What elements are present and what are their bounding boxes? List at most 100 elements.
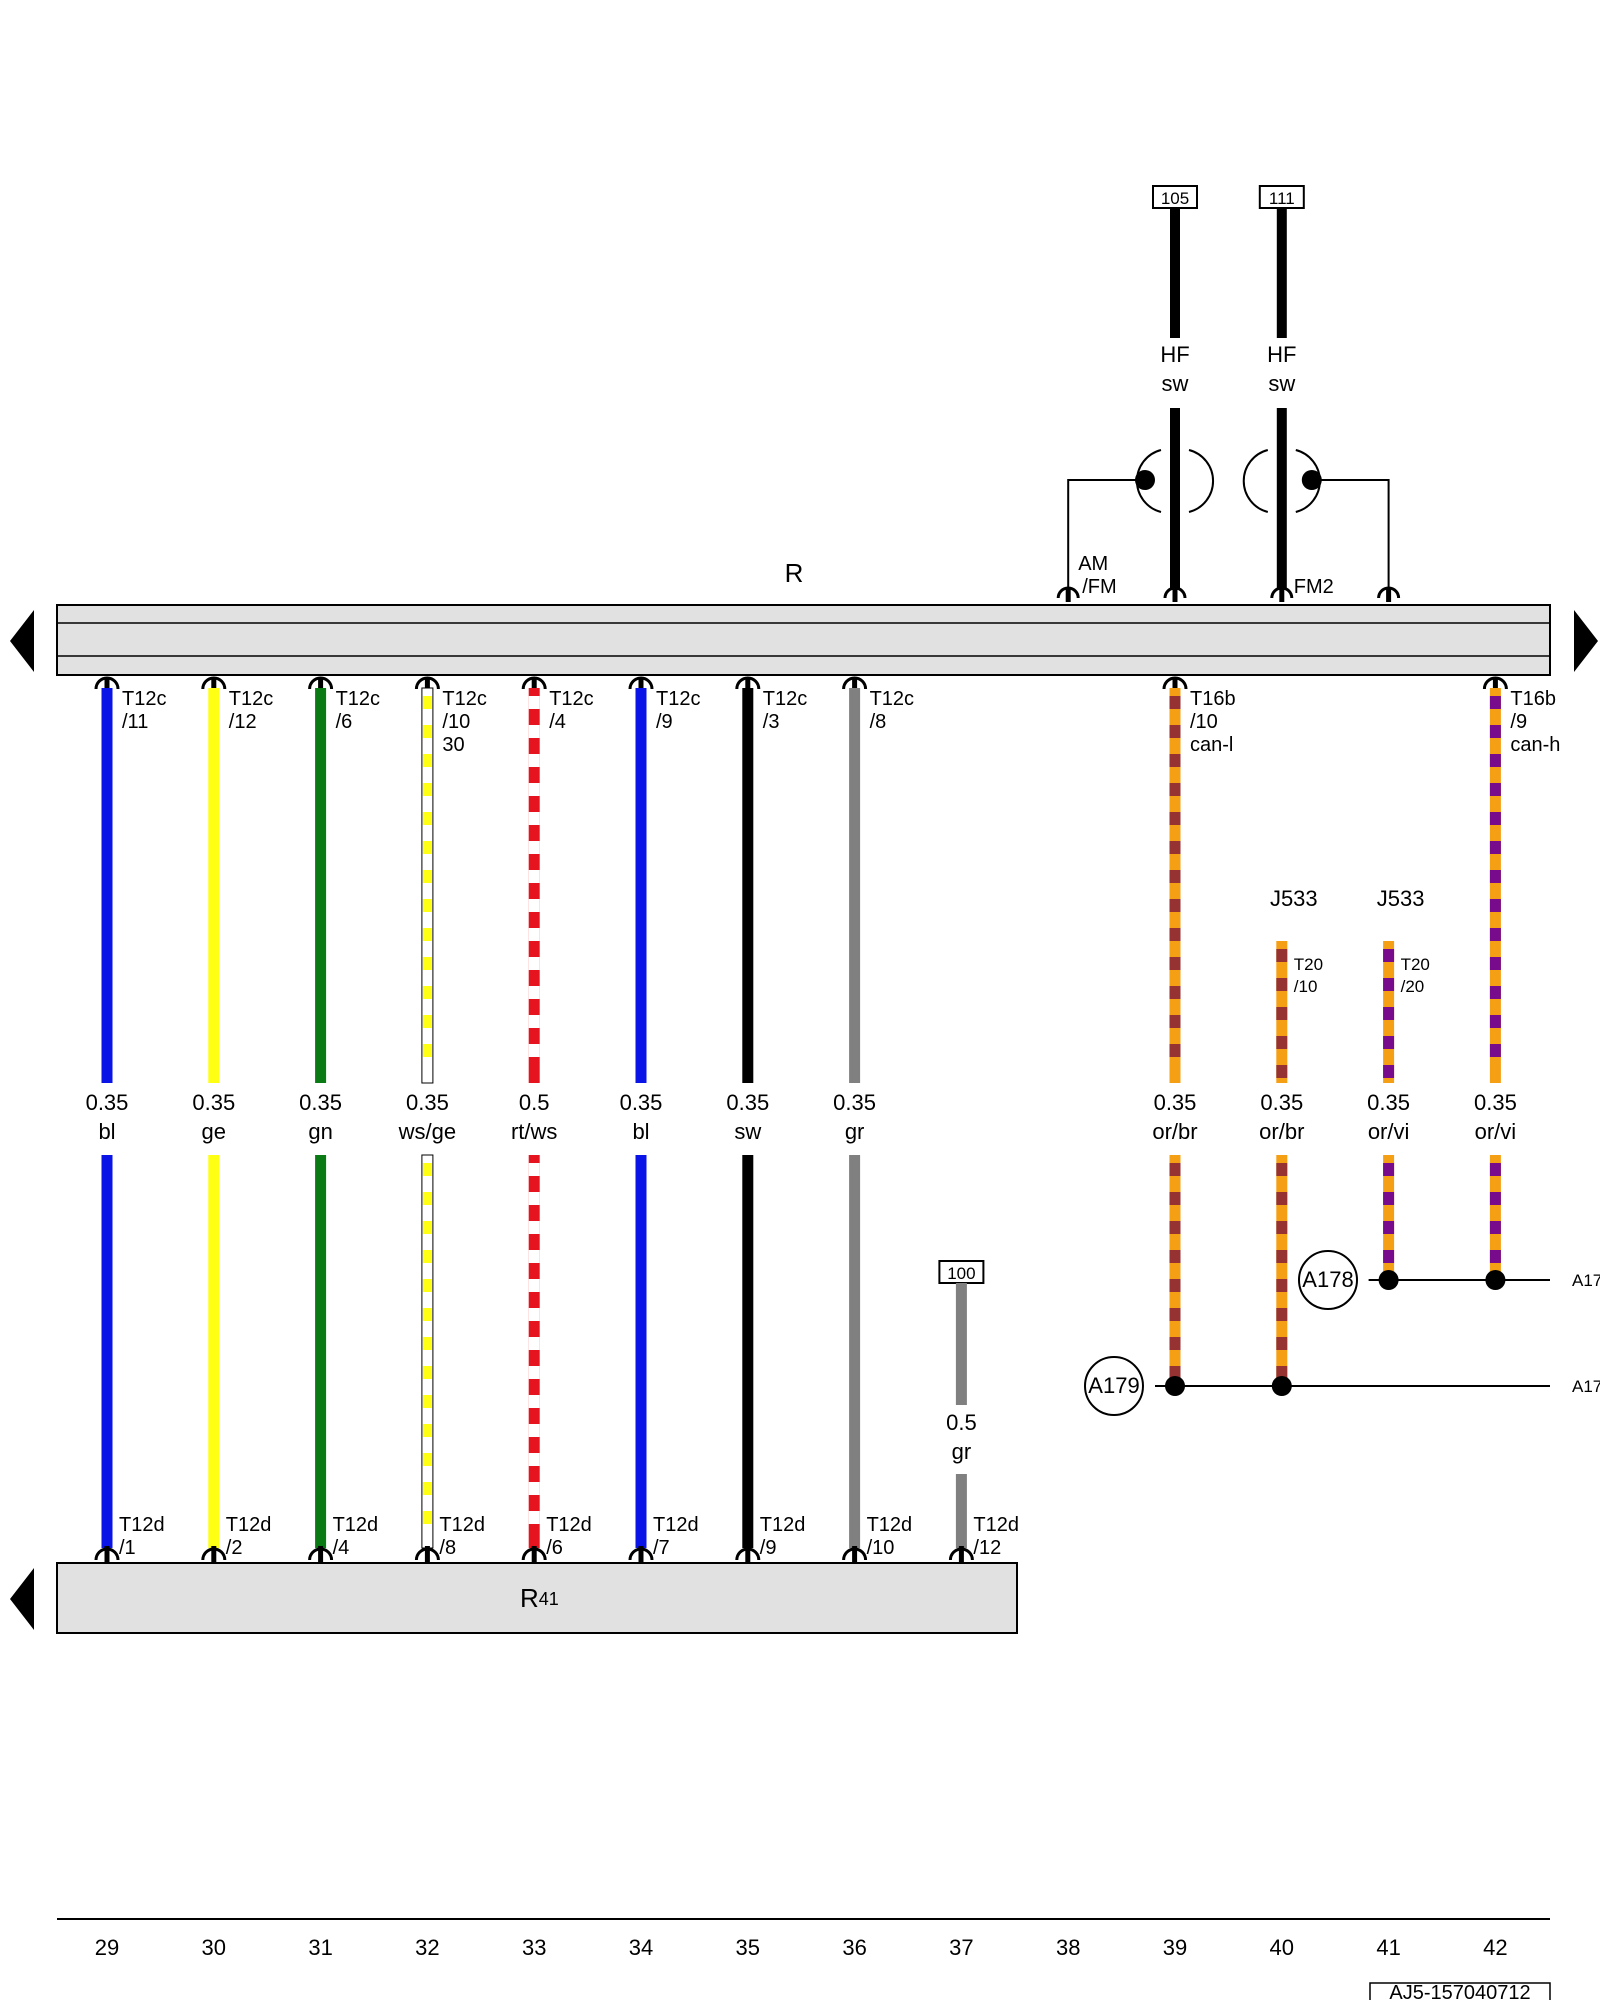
wire-color-code: gn bbox=[308, 1119, 332, 1144]
wire-stripe bbox=[528, 1044, 540, 1057]
wire-stripe bbox=[1383, 1163, 1395, 1176]
pin-connector: T12d bbox=[546, 1514, 592, 1536]
column-number: 33 bbox=[522, 1935, 546, 1960]
wire-stripe bbox=[422, 1511, 432, 1524]
wire-stripe bbox=[528, 754, 540, 767]
wire-segment bbox=[1489, 688, 1501, 1083]
pin-connector: T12c bbox=[870, 688, 914, 710]
pin-number: /10 bbox=[1190, 711, 1218, 733]
wire-stripe bbox=[528, 1308, 540, 1321]
wire-color-code: ws/ge bbox=[398, 1119, 456, 1144]
wire-stripe bbox=[422, 1337, 432, 1350]
wire-stripe bbox=[422, 1192, 432, 1205]
wire-stripe bbox=[1276, 1337, 1288, 1350]
wire-size: 0.35 bbox=[1260, 1090, 1303, 1115]
column-number: 29 bbox=[95, 1935, 119, 1960]
wire-stripe bbox=[1276, 978, 1288, 991]
wire-stripe bbox=[1489, 1015, 1501, 1028]
wire-stripe bbox=[422, 812, 432, 825]
wire-stripe bbox=[1169, 725, 1181, 738]
wire-stripe bbox=[1169, 1221, 1181, 1234]
connector-pin-stem bbox=[1386, 588, 1392, 602]
pin-connector: T12c bbox=[549, 688, 593, 710]
pin-connector: T16b bbox=[1190, 688, 1236, 710]
wire-segment bbox=[101, 688, 113, 1083]
wire-stripe bbox=[1276, 1065, 1288, 1078]
wire-stripe bbox=[528, 1395, 540, 1408]
wire-stripe bbox=[1489, 754, 1501, 767]
pin-connector: T20 bbox=[1294, 955, 1323, 974]
pin-number: /4 bbox=[333, 1537, 350, 1559]
radio-label: R41 bbox=[520, 1583, 559, 1613]
pin-function: can-l bbox=[1190, 734, 1233, 756]
pin-connector: T12c bbox=[122, 688, 166, 710]
wire-stripe bbox=[1169, 928, 1181, 941]
wire-stripe bbox=[422, 1395, 432, 1408]
wire-stripe bbox=[1489, 1250, 1501, 1263]
wire-stripe bbox=[528, 841, 540, 854]
antenna-label: /FM bbox=[1082, 576, 1116, 598]
junction-label: A179 bbox=[1088, 1373, 1139, 1398]
wire-color-code: rt/ws bbox=[511, 1119, 557, 1144]
pin-connector: T12c bbox=[763, 688, 807, 710]
wire-stripe bbox=[422, 725, 432, 738]
wire-segment bbox=[1169, 688, 1181, 1083]
column-number: 41 bbox=[1376, 1935, 1400, 1960]
wire-stripe bbox=[1276, 1007, 1288, 1020]
wire-stripe bbox=[528, 1163, 540, 1176]
wire-stripe bbox=[1169, 899, 1181, 912]
wire-segment bbox=[1489, 1155, 1501, 1280]
wire-stripe bbox=[1489, 928, 1501, 941]
wire-stripe bbox=[1383, 978, 1395, 991]
pin-number: /3 bbox=[763, 711, 780, 733]
wire-stripe bbox=[1169, 841, 1181, 854]
wire-segment bbox=[635, 1155, 647, 1548]
pin-number: /10 bbox=[442, 711, 470, 733]
wire-color-code: sw bbox=[734, 1119, 761, 1144]
wire-segment bbox=[421, 687, 434, 1084]
footer-id: AJ5-157040712 bbox=[1389, 1982, 1530, 2000]
wire-stripe bbox=[1169, 1366, 1181, 1379]
wire-stripe bbox=[422, 870, 432, 883]
wire-stripe bbox=[1489, 899, 1501, 912]
wire-stripe bbox=[1489, 986, 1501, 999]
connector-pin-stem bbox=[1065, 588, 1071, 602]
wire-segment bbox=[1276, 1155, 1288, 1386]
wire-stripe bbox=[1489, 1044, 1501, 1057]
pin-connector: T20 bbox=[1401, 955, 1430, 974]
wire-stripe bbox=[1169, 870, 1181, 883]
connector-pin-stem bbox=[211, 1546, 217, 1562]
wire-stripe bbox=[422, 841, 432, 854]
wire-stripe bbox=[528, 1366, 540, 1379]
harness-label: R bbox=[785, 558, 804, 588]
connector-pin-stem bbox=[1492, 677, 1498, 691]
wire-stripe bbox=[1489, 1221, 1501, 1234]
wire-stripe bbox=[528, 1482, 540, 1495]
column-number: 39 bbox=[1163, 1935, 1187, 1960]
wire-stripe bbox=[422, 696, 432, 709]
wire-size: 0.5 bbox=[519, 1090, 550, 1115]
wire-stripe bbox=[422, 1163, 432, 1176]
pin-number: /12 bbox=[973, 1537, 1001, 1559]
wire-stripe bbox=[1276, 1036, 1288, 1049]
wire-stripe bbox=[528, 899, 540, 912]
connector-pin-stem bbox=[318, 677, 324, 691]
wire-stripe bbox=[1276, 1279, 1288, 1292]
column-number: 34 bbox=[629, 1935, 653, 1960]
pin-connector: T12d bbox=[119, 1514, 165, 1536]
pin-connector: T12d bbox=[439, 1514, 485, 1536]
wire-stripe bbox=[1169, 1337, 1181, 1350]
wire-size: 0.35 bbox=[1154, 1090, 1197, 1115]
pin-connector: T12c bbox=[442, 688, 486, 710]
wire-stripe bbox=[422, 1250, 432, 1263]
wire-stripe bbox=[1383, 949, 1395, 962]
shield-arc bbox=[1188, 449, 1215, 513]
wire-stripe bbox=[1489, 841, 1501, 854]
wire-stripe bbox=[1276, 1250, 1288, 1263]
wire-size: 0.35 bbox=[833, 1090, 876, 1115]
wire-stripe bbox=[1383, 1192, 1395, 1205]
wire-stripe bbox=[422, 1044, 432, 1057]
pin-connector: T12d bbox=[973, 1514, 1019, 1536]
pin-function: 30 bbox=[442, 734, 464, 756]
